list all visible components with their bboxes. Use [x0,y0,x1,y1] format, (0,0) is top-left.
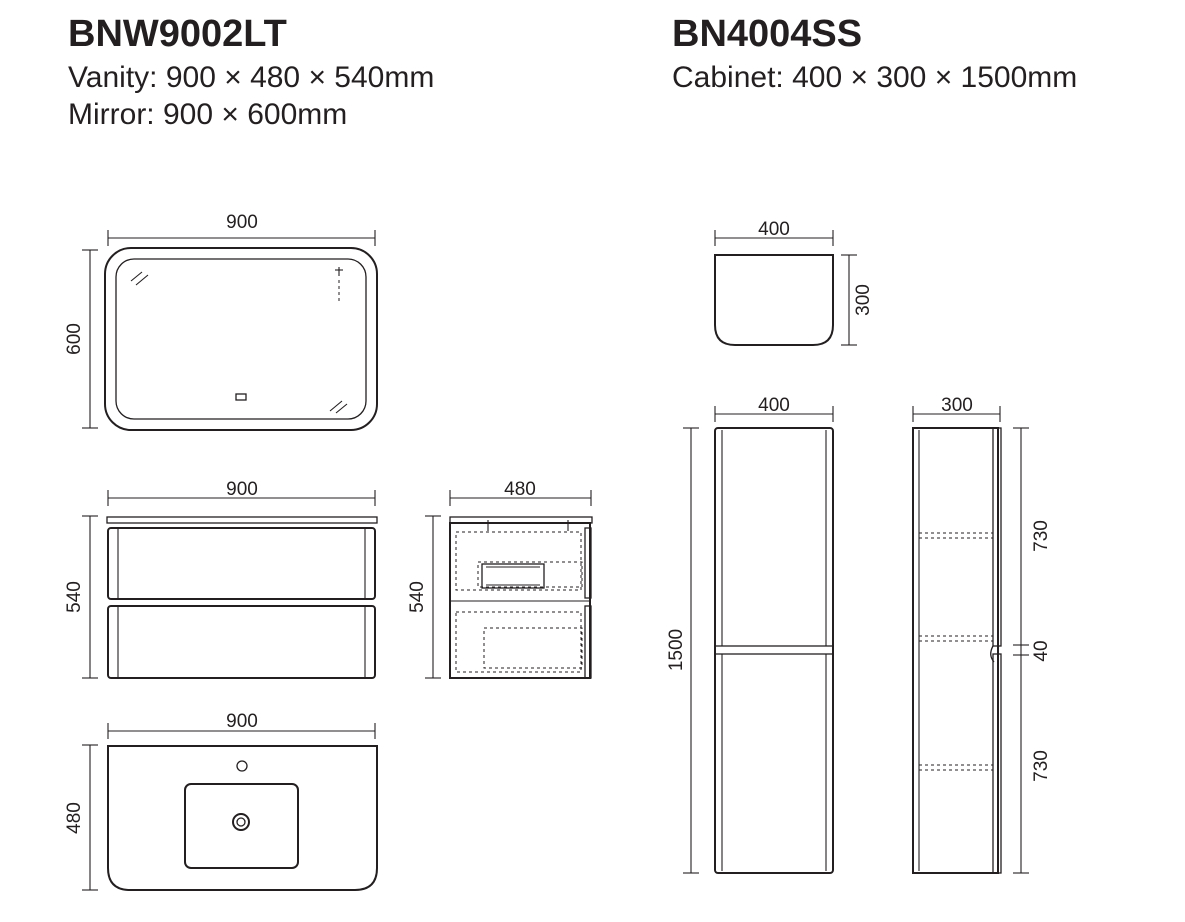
cabinet-handle-gap [714,645,834,655]
cabinet-top-width-label: 400 [758,219,790,240]
vanity-front-height-label: 540 [64,581,85,613]
vanity-side-view: 480 540 [407,479,593,679]
cabinet-top-view: 400 300 [714,219,874,346]
cabinet-spec: Cabinet: 400 × 300 × 1500mm [672,61,1078,94]
cabinet-front-height-label: 1500 [666,629,687,671]
vanity-side-depth-label: 480 [504,479,536,500]
cabinet-front-body [714,427,834,874]
basin-outline [184,783,299,869]
cabinet-gap-height-label: 40 [1031,640,1052,661]
vanity-lower-drawer [107,605,376,679]
vanity-front-view: 900 540 [64,479,378,679]
cabinet-front-view: 400 1500 [666,395,834,874]
mirror-glass [115,258,367,420]
vanity-side-height-label: 540 [407,581,428,613]
cabinet-top-outline [714,254,834,346]
cabinet-upper-height-label: 730 [1031,520,1052,552]
mirror-view: 900 600 [64,212,378,431]
mirror-height-label: 600 [64,323,85,355]
door-hinge-icon [990,645,995,663]
vanity-spec: Vanity: 900 × 480 × 540mm [68,61,435,94]
mirror-spec: Mirror: 900 × 600mm [68,98,348,131]
cabinet-model-title: BN4004SS [672,13,863,55]
touch-switch-icon [235,393,247,401]
cabinet-side-body [912,427,999,874]
cabinet-side-view: 300 730 40 730 [912,395,1052,874]
cabinet-side-depth-label: 300 [941,395,973,416]
vanity-top-slab [106,516,378,524]
cabinet-upper-door-edge [992,427,1002,647]
cabinet-top-depth-label: 300 [853,284,874,316]
siphon-box [481,563,545,589]
vanity-top-view: 900 480 [64,711,378,891]
mirror-outer-frame [104,247,378,431]
vanity-top-depth-label: 480 [64,802,85,834]
cabinet-front-width-label: 400 [758,395,790,416]
lower-drawer-edge [584,605,592,679]
vanity-model-title: BNW9002LT [68,13,287,55]
vanity-upper-drawer [107,527,376,600]
vanity-top-outline [107,745,378,891]
cabinet-lower-door-edge [992,653,1002,874]
upper-drawer-edge [584,527,592,599]
vanity-front-width-label: 900 [226,479,258,500]
mirror-width-label: 900 [226,212,258,233]
drain-icon [232,813,250,831]
tap-hole-icon [236,760,248,772]
cabinet-lower-height-label: 730 [1031,750,1052,782]
vanity-top-width-label: 900 [226,711,258,732]
